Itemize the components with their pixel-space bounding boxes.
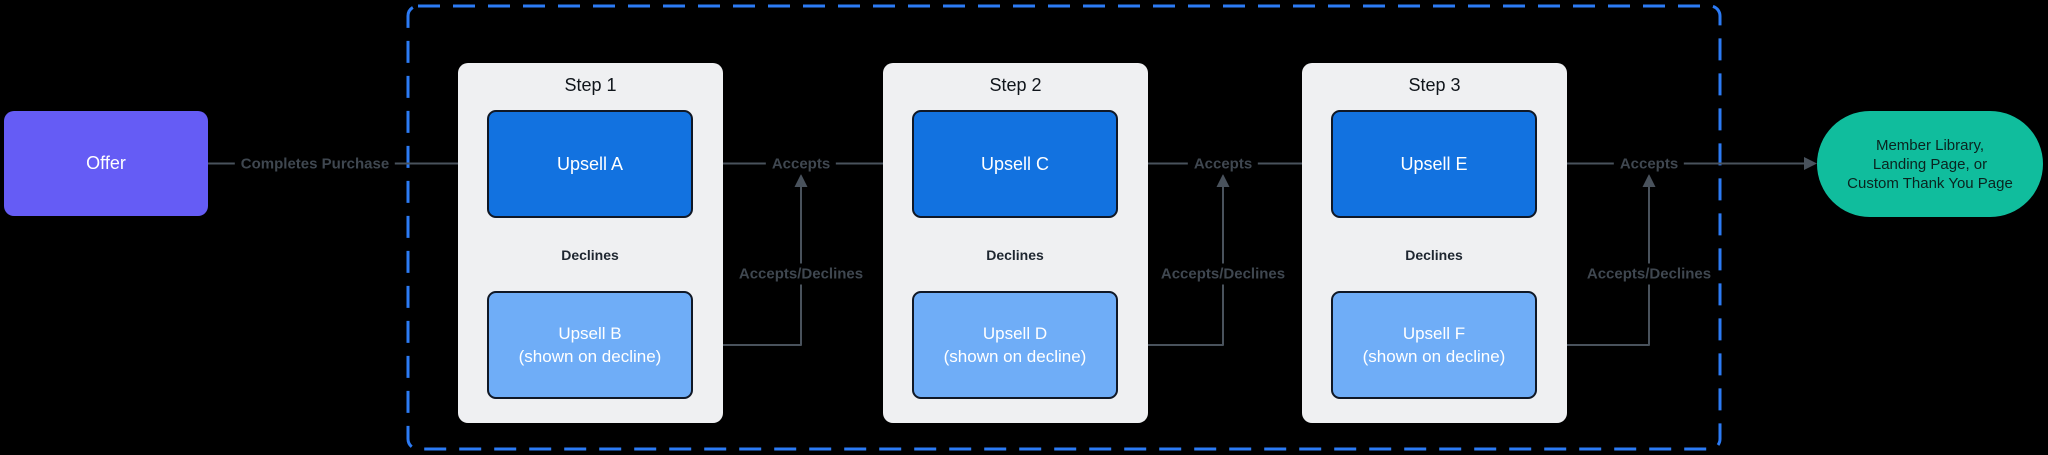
edge-accepts-declines-2	[1117, 186, 1224, 346]
step-panel-1: Step 1 Upsell A Declines Upsell B (shown…	[458, 63, 723, 423]
upsell-d-node: Upsell D (shown on decline)	[912, 291, 1118, 399]
edge-accepts-declines-3	[1540, 186, 1650, 346]
arrowhead-merge-3	[1642, 174, 1656, 187]
completes-purchase-label: Completes Purchase	[234, 153, 396, 175]
accepts-label-1: Accepts	[765, 153, 837, 175]
declines-label-2: Declines	[981, 246, 1049, 264]
step-title-1: Step 1	[564, 75, 617, 95]
accepts-label-3: Accepts	[1613, 153, 1685, 175]
upsell-a-node: Upsell A	[487, 110, 693, 218]
upsell-b-node: Upsell B (shown on decline)	[487, 291, 693, 399]
edge-accepts-declines-1	[693, 186, 802, 346]
upsell-c-node: Upsell C	[912, 110, 1118, 218]
arrowhead-merge-2	[1216, 174, 1230, 187]
step-title-2: Step 2	[989, 75, 1042, 95]
arrowhead-into-destination	[1804, 157, 1817, 170]
upsell-f-node: Upsell F (shown on decline)	[1331, 291, 1537, 399]
step-panel-3: Step 3 Upsell E Declines Upsell F (shown…	[1302, 63, 1567, 423]
declines-label-3: Declines	[1400, 246, 1468, 264]
accepts-declines-label-3: Accepts/Declines	[1580, 263, 1718, 285]
accepts-declines-label-1: Accepts/Declines	[732, 263, 870, 285]
accepts-label-2: Accepts	[1187, 153, 1259, 175]
step-panel-2: Step 2 Upsell C Declines Upsell D (shown…	[883, 63, 1148, 423]
accepts-declines-label-2: Accepts/Declines	[1154, 263, 1292, 285]
offer-node: Offer	[4, 111, 208, 216]
upsell-e-node: Upsell E	[1331, 110, 1537, 218]
declines-label-1: Declines	[556, 246, 624, 264]
upsell-sequence-dashed-border	[406, 4, 1722, 451]
arrowhead-merge-1	[794, 174, 808, 187]
step-title-3: Step 3	[1408, 75, 1461, 95]
destination-node: Member Library, Landing Page, or Custom …	[1817, 111, 2043, 217]
